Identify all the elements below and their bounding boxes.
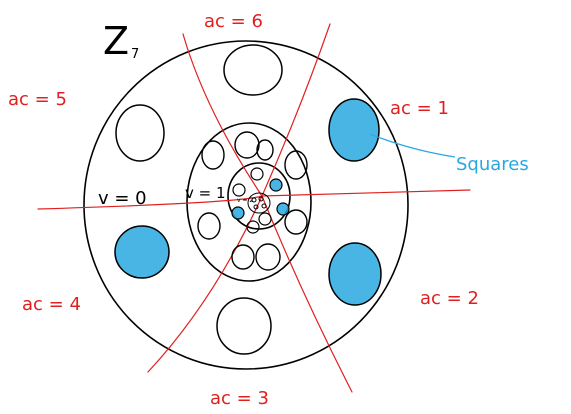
outer-blob-upper-right xyxy=(328,98,380,162)
middle-blob-top-left xyxy=(201,140,225,170)
middle-blob-upper-right xyxy=(256,139,274,161)
middle-blob-top xyxy=(234,131,260,159)
ring-labels: v = 0 v = 1 v = 2 xyxy=(98,184,253,209)
squares-annotation: Squares xyxy=(456,154,529,175)
outer-blob-lower-left xyxy=(114,225,170,279)
sector-labels: ac = 1 ac = 2 ac = 3 ac = 4 ac = 5 ac = … xyxy=(8,11,479,409)
outer-blob-top xyxy=(223,44,283,96)
middle-ring xyxy=(186,122,312,282)
sector-lines xyxy=(37,23,471,393)
middle-blob-bottom xyxy=(231,244,255,270)
inner-blob-top xyxy=(250,167,264,181)
middle-blob-bottom-right xyxy=(255,243,281,271)
inner-blobs xyxy=(231,167,290,234)
outer-ring xyxy=(83,40,409,370)
middle-blob-top-right xyxy=(284,150,308,180)
sector-label-ac-6: ac = 6 xyxy=(204,11,263,32)
sector-label-ac-2: ac = 2 xyxy=(420,288,479,309)
outer-blob-lower-right xyxy=(328,242,382,306)
sector-label-ac-1: ac = 1 xyxy=(390,98,449,119)
inner-blob-top-right xyxy=(269,178,283,192)
outer-blobs xyxy=(114,44,382,355)
inner-blob-right xyxy=(276,202,290,216)
inner-blob-left xyxy=(232,183,246,197)
sector-label-ac-3: ac = 3 xyxy=(210,388,269,409)
middle-blob-right xyxy=(284,209,308,235)
middle-blobs xyxy=(197,131,308,271)
ring-label-v-2: v = 2 xyxy=(237,197,253,204)
ring-label-v-1: v = 1 xyxy=(185,184,226,202)
inner-blob-bottom-right xyxy=(258,212,272,226)
ring-label-v-0: v = 0 xyxy=(98,188,147,209)
middle-blob-left xyxy=(197,212,221,240)
inner-blob-lower-left xyxy=(231,206,245,220)
sector-line-horizontal xyxy=(37,189,471,210)
core-circle xyxy=(247,192,271,214)
sector-label-ac-5: ac = 5 xyxy=(8,89,67,110)
inner-blob-bottom xyxy=(246,220,260,234)
outer-blob-bottom xyxy=(216,297,272,355)
sector-label-ac-4: ac = 4 xyxy=(22,294,81,315)
outer-blob-upper-left xyxy=(115,104,165,162)
annotation-leader-line xyxy=(369,133,456,158)
